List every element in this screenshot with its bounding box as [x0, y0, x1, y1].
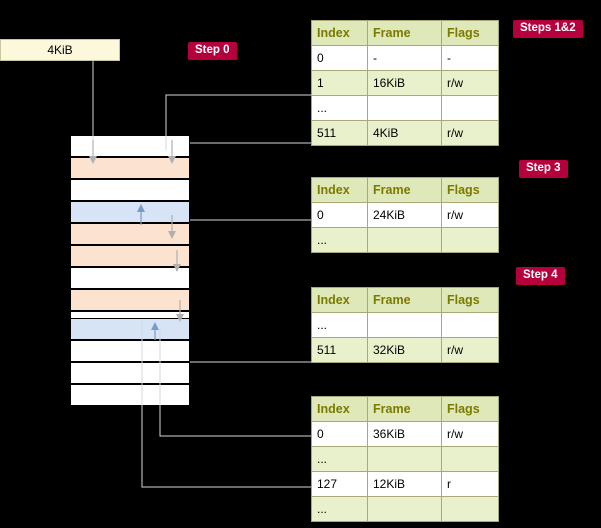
cell-flags: r/w: [441, 421, 499, 447]
table-header-row: Index Frame Flags: [311, 287, 499, 313]
page-table-level-0: Index Frame Flags 0 - - 1 16KiB r/w ... …: [311, 20, 499, 146]
table-header-row: Index Frame Flags: [311, 396, 499, 422]
cell-flags: r/w: [441, 337, 499, 363]
memory-cell: [70, 289, 190, 311]
cell-flags: r: [441, 471, 499, 497]
cell-index: 0: [311, 45, 368, 71]
column-header-index: Index: [311, 20, 368, 46]
step-badge-step-0: Step 0: [188, 42, 237, 60]
memory-cell: [70, 267, 190, 289]
table-row: ...: [311, 227, 499, 253]
column-header-flags: Flags: [441, 20, 499, 46]
cell-index: ...: [311, 227, 368, 253]
table-row: 127 12KiB r: [311, 471, 499, 497]
cell-flags: -: [441, 45, 499, 71]
memory-cell: [70, 135, 190, 157]
memory-cell: [70, 340, 190, 362]
table-header-row: Index Frame Flags: [311, 20, 499, 46]
cell-frame: 36KiB: [367, 421, 442, 447]
cell-flags: [441, 227, 499, 253]
column-header-frame: Frame: [367, 177, 442, 203]
cell-frame: 16KiB: [367, 70, 442, 96]
column-header-flags: Flags: [441, 177, 499, 203]
memory-cell: [70, 201, 190, 223]
table-row: ...: [311, 446, 499, 472]
table-row: ...: [311, 496, 499, 522]
step-badge-steps-1-2: Steps 1&2: [513, 20, 583, 38]
step-badge-step-4: Step 4: [516, 267, 565, 285]
cell-index: 127: [311, 471, 368, 497]
cell-flags: [441, 446, 499, 472]
cell-frame: [367, 496, 442, 522]
table-header-row: Index Frame Flags: [311, 177, 499, 203]
table-row: 0 - -: [311, 45, 499, 71]
cell-flags: r/w: [441, 202, 499, 228]
cell-flags: [441, 496, 499, 522]
memory-cell: [70, 157, 190, 179]
column-header-flags: Flags: [441, 287, 499, 313]
cell-index: ...: [311, 95, 368, 121]
cell-index: ...: [311, 446, 368, 472]
table-row: ...: [311, 312, 499, 338]
table-row: 511 4KiB r/w: [311, 120, 499, 146]
table-row: 1 16KiB r/w: [311, 70, 499, 96]
memory-cell: [70, 362, 190, 384]
cell-frame: 4KiB: [367, 120, 442, 146]
cell-flags: r/w: [441, 120, 499, 146]
cell-frame: [367, 95, 442, 121]
cell-frame: [367, 312, 442, 338]
cell-frame: [367, 227, 442, 253]
column-header-frame: Frame: [367, 396, 442, 422]
cell-frame: -: [367, 45, 442, 71]
column-header-index: Index: [311, 287, 368, 313]
cell-frame: 24KiB: [367, 202, 442, 228]
column-header-flags: Flags: [441, 396, 499, 422]
page-table-level-2: Index Frame Flags ... 511 32KiB r/w: [311, 287, 499, 363]
column-header-index: Index: [311, 396, 368, 422]
cell-index: ...: [311, 496, 368, 522]
memory-cell: [70, 318, 190, 340]
cell-flags: [441, 95, 499, 121]
cell-index: 511: [311, 120, 368, 146]
cell-flags: r/w: [441, 70, 499, 96]
virtual-address-box: 4KiB: [0, 39, 120, 61]
column-header-index: Index: [311, 177, 368, 203]
memory-cell: [70, 179, 190, 201]
column-header-frame: Frame: [367, 20, 442, 46]
step-badge-step-3: Step 3: [519, 160, 568, 178]
table-row: ...: [311, 95, 499, 121]
memory-cell: [70, 384, 190, 406]
cell-index: 0: [311, 202, 368, 228]
cell-flags: [441, 312, 499, 338]
cell-frame: 32KiB: [367, 337, 442, 363]
page-table-level-1: Index Frame Flags 0 24KiB r/w ...: [311, 177, 499, 253]
memory-cell: [70, 245, 190, 267]
cell-index: 1: [311, 70, 368, 96]
column-header-frame: Frame: [367, 287, 442, 313]
cell-index: 511: [311, 337, 368, 363]
page-table-level-3: Index Frame Flags 0 36KiB r/w ... 127 12…: [311, 396, 499, 522]
cell-frame: 12KiB: [367, 471, 442, 497]
cell-index: ...: [311, 312, 368, 338]
table-row: 511 32KiB r/w: [311, 337, 499, 363]
cell-index: 0: [311, 421, 368, 447]
memory-cell: [70, 223, 190, 245]
cell-frame: [367, 446, 442, 472]
table-row: 0 24KiB r/w: [311, 202, 499, 228]
table-row: 0 36KiB r/w: [311, 421, 499, 447]
